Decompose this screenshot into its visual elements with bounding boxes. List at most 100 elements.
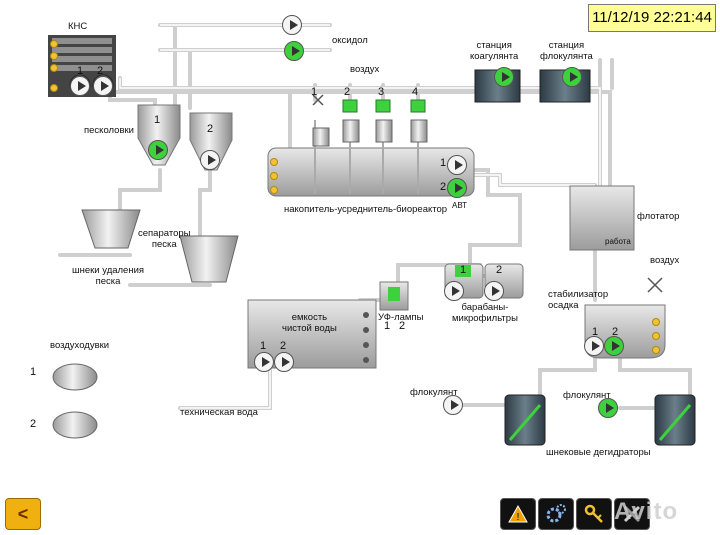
sand-trap-pump-2[interactable] xyxy=(200,150,220,170)
blower-number-1: 1 xyxy=(30,366,37,378)
bioreactor-label: накопитель-усреднитель-биореактор xyxy=(284,204,448,215)
tools-icon xyxy=(623,505,641,523)
play-icon xyxy=(261,357,270,367)
keys-icon xyxy=(584,504,603,523)
oxidol-pump-2[interactable] xyxy=(284,41,304,61)
stabilizer-pump-1[interactable] xyxy=(584,336,604,356)
play-icon xyxy=(454,160,463,170)
kns-number-2: 2 xyxy=(97,65,104,77)
flocculant-pump-1[interactable] xyxy=(443,395,463,415)
play-icon xyxy=(281,357,290,367)
bioreactor-indicator-1 xyxy=(270,158,278,166)
stabilizer-label: стабилизатор осадка xyxy=(548,289,609,311)
play-icon xyxy=(155,145,164,155)
play-icon xyxy=(591,341,600,351)
kns-pump-2[interactable] xyxy=(93,76,113,96)
play-icon xyxy=(291,46,300,56)
settings-button[interactable] xyxy=(538,498,574,530)
alarm-button[interactable]: ! xyxy=(500,498,536,530)
flocculant-station-pump[interactable] xyxy=(562,67,582,87)
stabilizer-indicator-1 xyxy=(652,318,660,326)
kns-pump-1[interactable] xyxy=(70,76,90,96)
aerator-number-1: 1 xyxy=(311,86,318,98)
flocculant-2-label: флокулянт xyxy=(563,390,611,401)
play-icon xyxy=(207,155,216,165)
tools-button[interactable] xyxy=(614,498,650,530)
play-icon xyxy=(569,72,578,82)
flocculant-station-label: станция флокулянта xyxy=(540,40,593,62)
flotator-status: работа xyxy=(605,237,631,246)
stabilizer-pump-2[interactable] xyxy=(604,336,624,356)
play-icon xyxy=(611,341,620,351)
aerator-number-3: 3 xyxy=(378,86,385,98)
sand-screws-label: шнеки удаления песка xyxy=(72,265,145,287)
sand-trap-number-2: 2 xyxy=(207,123,214,135)
bioreactor-tank xyxy=(267,147,475,197)
play-icon xyxy=(451,286,460,296)
drum-filters-label: барабаны- микрофильтры xyxy=(452,302,518,324)
drum-number-2: 2 xyxy=(496,264,503,276)
air-right-label: воздух xyxy=(650,255,680,266)
aerator-number-2: 2 xyxy=(344,86,351,98)
kns-number-1: 1 xyxy=(77,65,84,77)
bioreactor-pump-1[interactable] xyxy=(447,155,467,175)
kns-indicator-4 xyxy=(50,84,58,92)
uv-lamps-label: УФ-лампы xyxy=(378,312,424,323)
drum-filter-pump-1[interactable] xyxy=(444,281,464,301)
oxidol-label: оксидол xyxy=(332,35,368,46)
uv-number-2: 2 xyxy=(399,320,406,332)
oxidol-pump-1[interactable] xyxy=(282,15,302,35)
clean-pump-number-1: 1 xyxy=(260,340,267,352)
bioreactor-indicator-2 xyxy=(270,172,278,180)
tech-water-label: техническая вода xyxy=(180,407,258,418)
bio-pump-number-2: 2 xyxy=(440,181,447,193)
flotator-tank xyxy=(569,185,635,251)
back-arrow-icon: < xyxy=(17,503,29,524)
play-icon xyxy=(100,81,109,91)
air-top-label: воздух xyxy=(350,64,380,75)
kns-label: КНС xyxy=(68,21,88,32)
stabilizer-indicator-2 xyxy=(652,332,660,340)
flocculant-pump-2[interactable] xyxy=(598,398,618,418)
back-button[interactable]: < xyxy=(5,498,41,530)
sand-traps-label: песколовки xyxy=(84,125,134,136)
clean-water-pump-1[interactable] xyxy=(254,352,274,372)
clean-pump-number-2: 2 xyxy=(280,340,287,352)
stab-pump-number-1: 1 xyxy=(592,326,599,338)
play-icon xyxy=(289,20,298,30)
flotator-label: флотатор xyxy=(637,211,680,222)
avt-label: АВТ xyxy=(452,201,468,210)
bio-pump-number-1: 1 xyxy=(440,157,447,169)
uv-number-1: 1 xyxy=(384,320,391,332)
blower-number-2: 2 xyxy=(30,418,37,430)
play-icon xyxy=(454,183,463,193)
play-icon xyxy=(501,72,510,82)
kns-indicator-2 xyxy=(50,52,58,60)
drum-number-1: 1 xyxy=(460,264,467,276)
sand-trap-pump-1[interactable] xyxy=(148,140,168,160)
clean-tank-label: емкость чистой воды xyxy=(282,312,337,334)
screw-dehydrators-label: шнековые дегидраторы xyxy=(546,447,651,458)
clean-water-pump-2[interactable] xyxy=(274,352,294,372)
play-icon xyxy=(605,403,614,413)
separators-label: сепараторы песка xyxy=(138,228,191,250)
coagulant-station-label: станция коагулянта xyxy=(470,40,519,62)
stab-pump-number-2: 2 xyxy=(612,326,619,338)
bioreactor-pump-2[interactable] xyxy=(447,178,467,198)
datetime-display: 11/12/19 22:21:44 xyxy=(588,4,716,32)
flocculant-1-label: флокулянт xyxy=(410,387,458,398)
svg-text:!: ! xyxy=(517,512,520,523)
warning-icon: ! xyxy=(508,505,528,523)
coagulant-pump[interactable] xyxy=(494,67,514,87)
sand-trap-number-1: 1 xyxy=(154,114,161,126)
bioreactor-indicator-3 xyxy=(270,186,278,194)
kns-indicator-3 xyxy=(50,64,58,72)
play-icon xyxy=(491,286,500,296)
drum-filter-pump-2[interactable] xyxy=(484,281,504,301)
access-keys-button[interactable] xyxy=(576,498,612,530)
play-icon xyxy=(450,400,459,410)
stabilizer-indicator-3 xyxy=(652,346,660,354)
watermark: Avito xyxy=(614,498,679,525)
gears-icon xyxy=(546,504,566,523)
play-icon xyxy=(77,81,86,91)
